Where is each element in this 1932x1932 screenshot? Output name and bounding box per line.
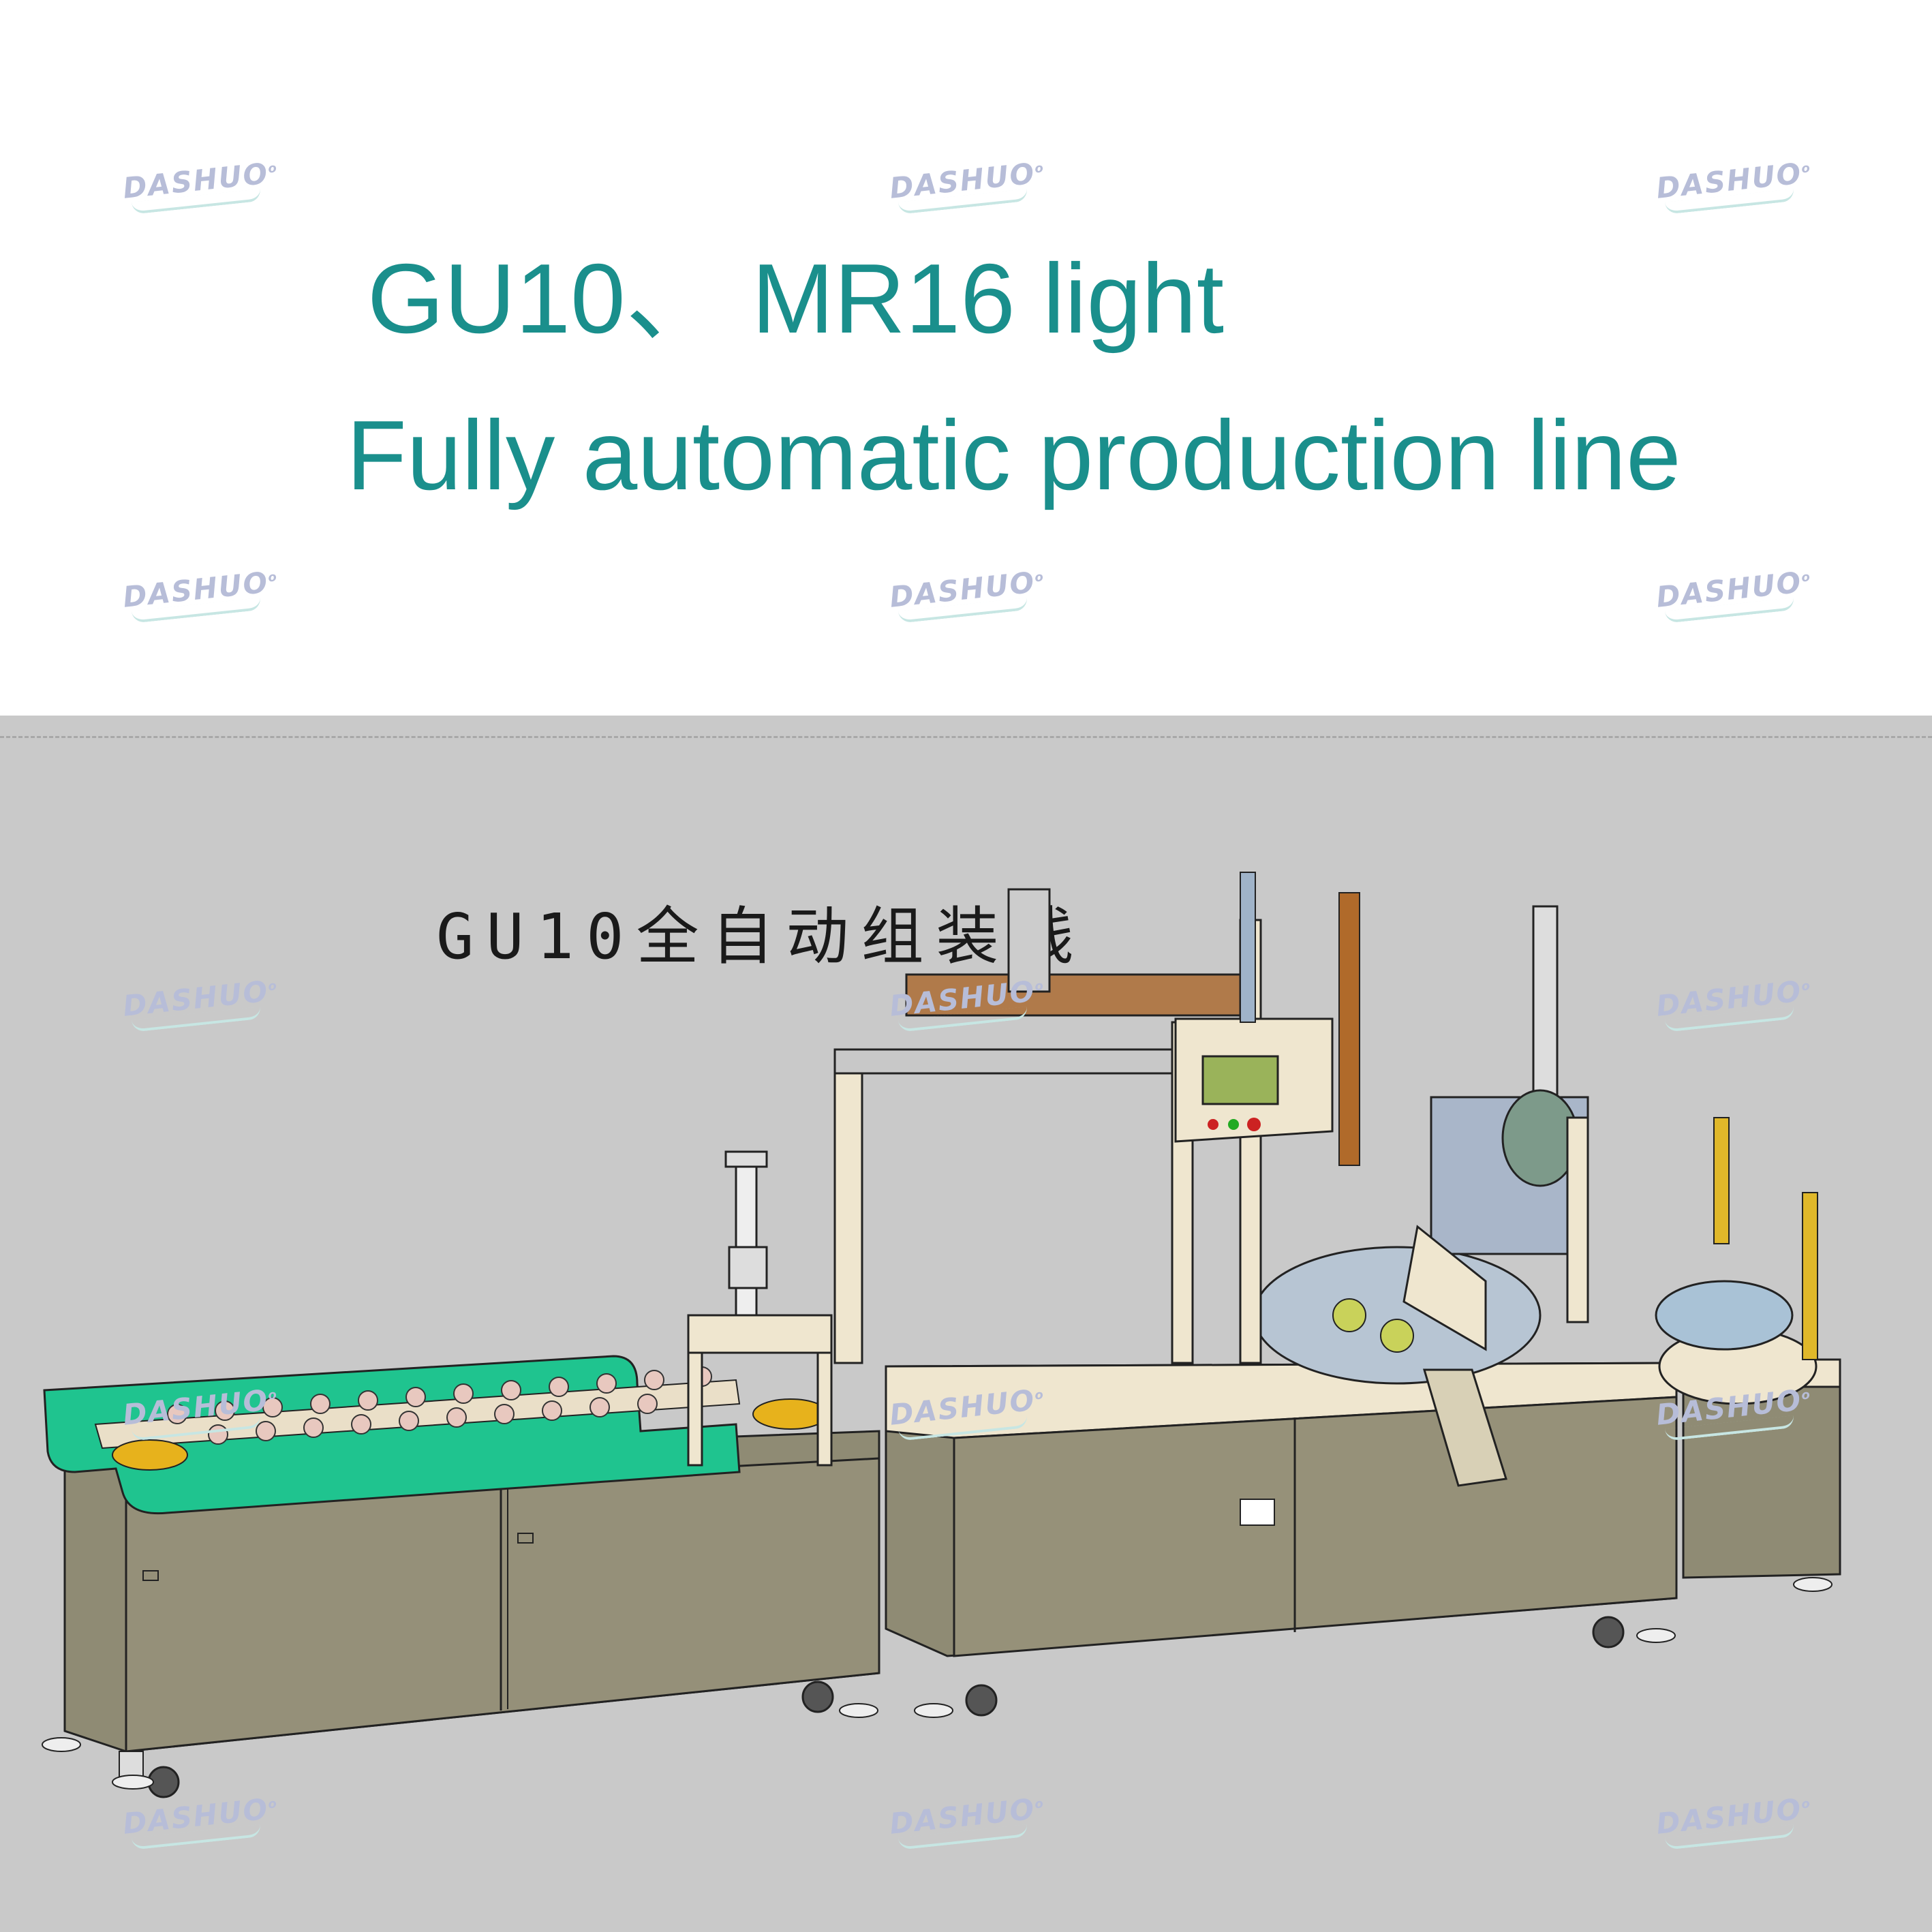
control-panel [1174,872,1360,1166]
divider [0,736,1932,738]
left-cabinet [42,1430,880,1798]
title-line-1: GU10、 MR16 light [367,243,1225,354]
gantry [833,888,1262,1364]
conveyor-pucks [167,1366,712,1445]
left-frame-tower [687,1150,833,1467]
right-tower [1430,905,1589,1323]
header-panel: GU10、 MR16 light Fully automatic product… [0,0,1932,716]
title-line-2: Fully automatic production line [346,400,1681,510]
chute [1402,1225,1507,1487]
rotary-table [1253,1246,1542,1385]
drawing-title: GU10全自动组装线 [436,900,1086,973]
production-line-illustration [42,872,1841,1798]
right-cabinet [1655,1117,1841,1592]
